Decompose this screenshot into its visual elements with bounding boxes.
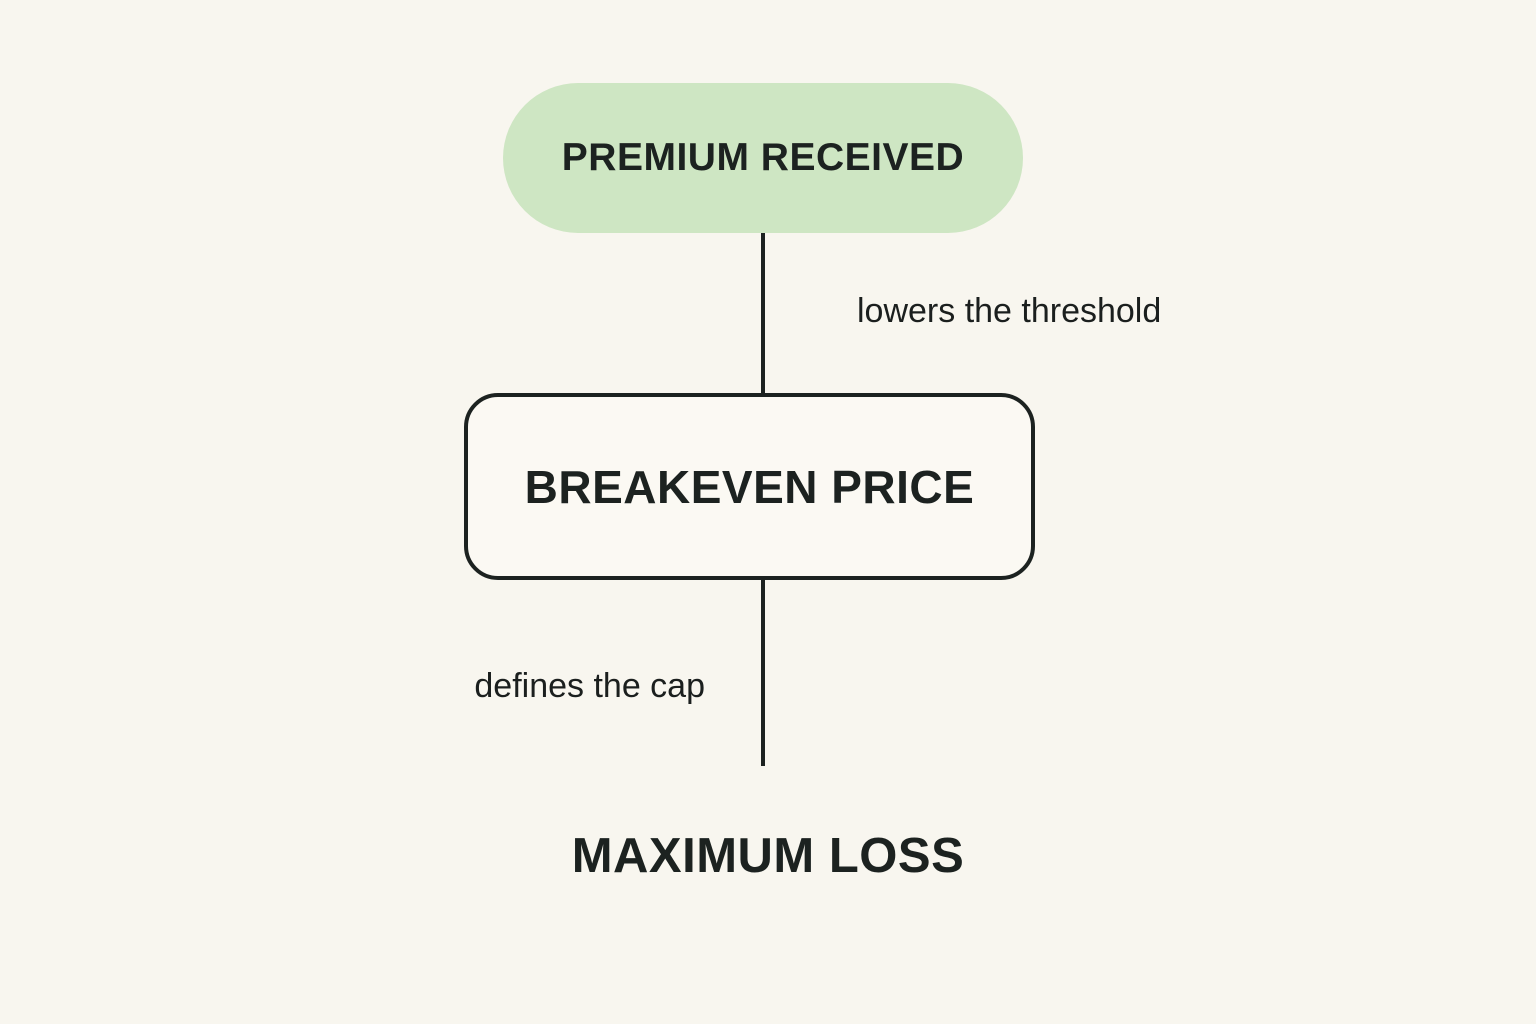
node-maximum-loss: MAXIMUM LOSS bbox=[571, 829, 965, 883]
edge-label-lowers-threshold: lowers the threshold bbox=[857, 292, 1162, 330]
connector-premium-to-breakeven bbox=[761, 233, 765, 395]
node-breakeven-price-label: BREAKEVEN PRICE bbox=[524, 460, 975, 513]
node-premium-received: PREMIUM RECEIVED bbox=[503, 83, 1023, 233]
node-breakeven-price: BREAKEVEN PRICE bbox=[464, 393, 1035, 580]
connector-breakeven-to-maxloss bbox=[761, 578, 765, 766]
node-premium-received-label: PREMIUM RECEIVED bbox=[561, 136, 965, 179]
edge-label-defines-cap: defines the cap bbox=[474, 667, 705, 705]
